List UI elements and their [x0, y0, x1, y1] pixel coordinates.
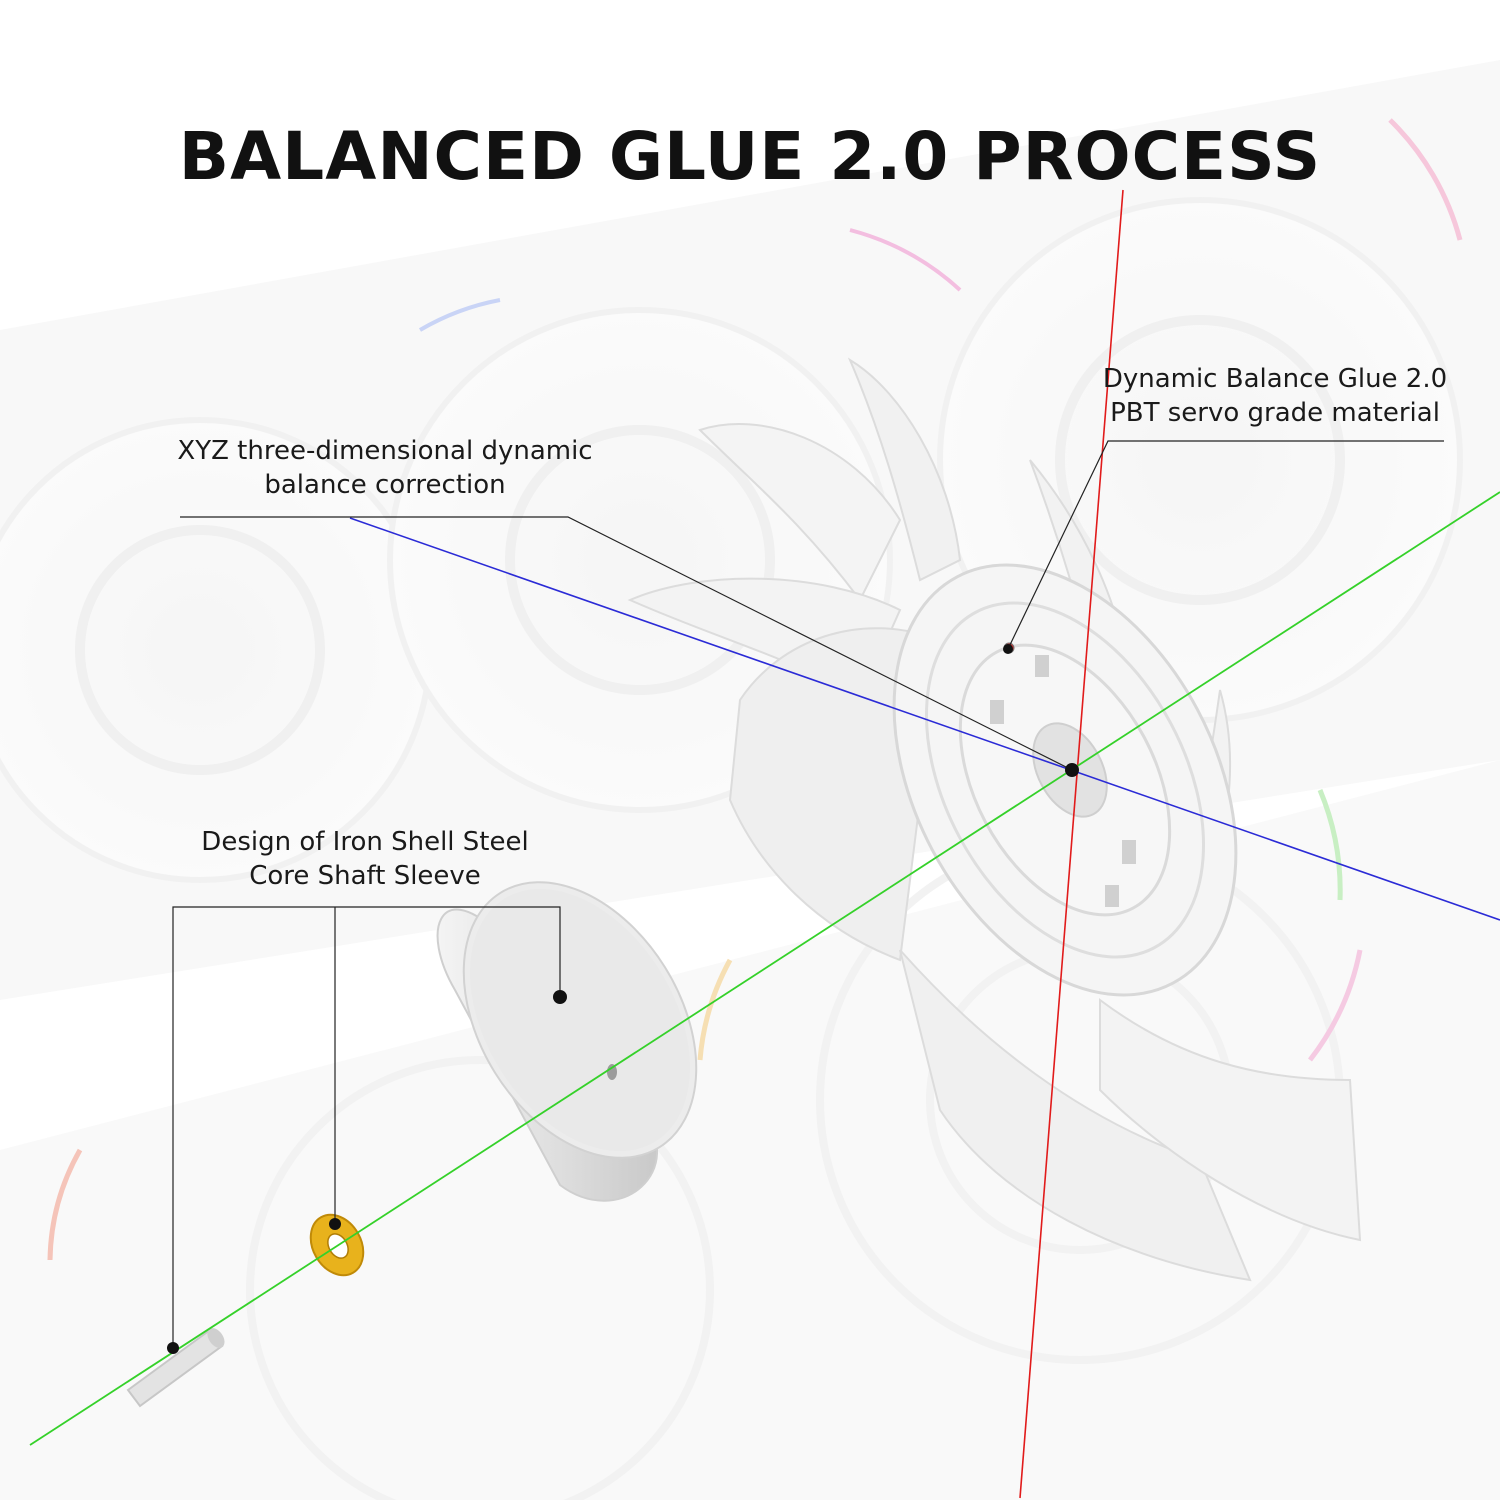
xyz-callout: XYZ three-dimensional dynamic balance co… — [160, 434, 610, 502]
shaft-callout-line-2: Core Shaft Sleeve — [150, 859, 580, 893]
xyz-callout-line-2: balance correction — [160, 468, 610, 502]
glue-callout-line-1: Dynamic Balance Glue 2.0 — [1090, 362, 1460, 396]
glue-callout-line-2: PBT servo grade material — [1090, 396, 1460, 430]
center-dot — [1065, 763, 1079, 777]
shaft-callout: Design of Iron Shell Steel Core Shaft Sl… — [150, 825, 580, 893]
washer-dot — [329, 1218, 341, 1230]
glue-callout: Dynamic Balance Glue 2.0 PBT servo grade… — [1090, 362, 1460, 430]
shaft-callout-line-1: Design of Iron Shell Steel — [150, 825, 580, 859]
page-title: BALANCED GLUE 2.0 PROCESS — [0, 118, 1500, 195]
pin-dot — [167, 1342, 179, 1354]
glue-dot — [1003, 644, 1013, 654]
cap-dot — [553, 990, 567, 1004]
xyz-callout-line-1: XYZ three-dimensional dynamic — [160, 434, 610, 468]
